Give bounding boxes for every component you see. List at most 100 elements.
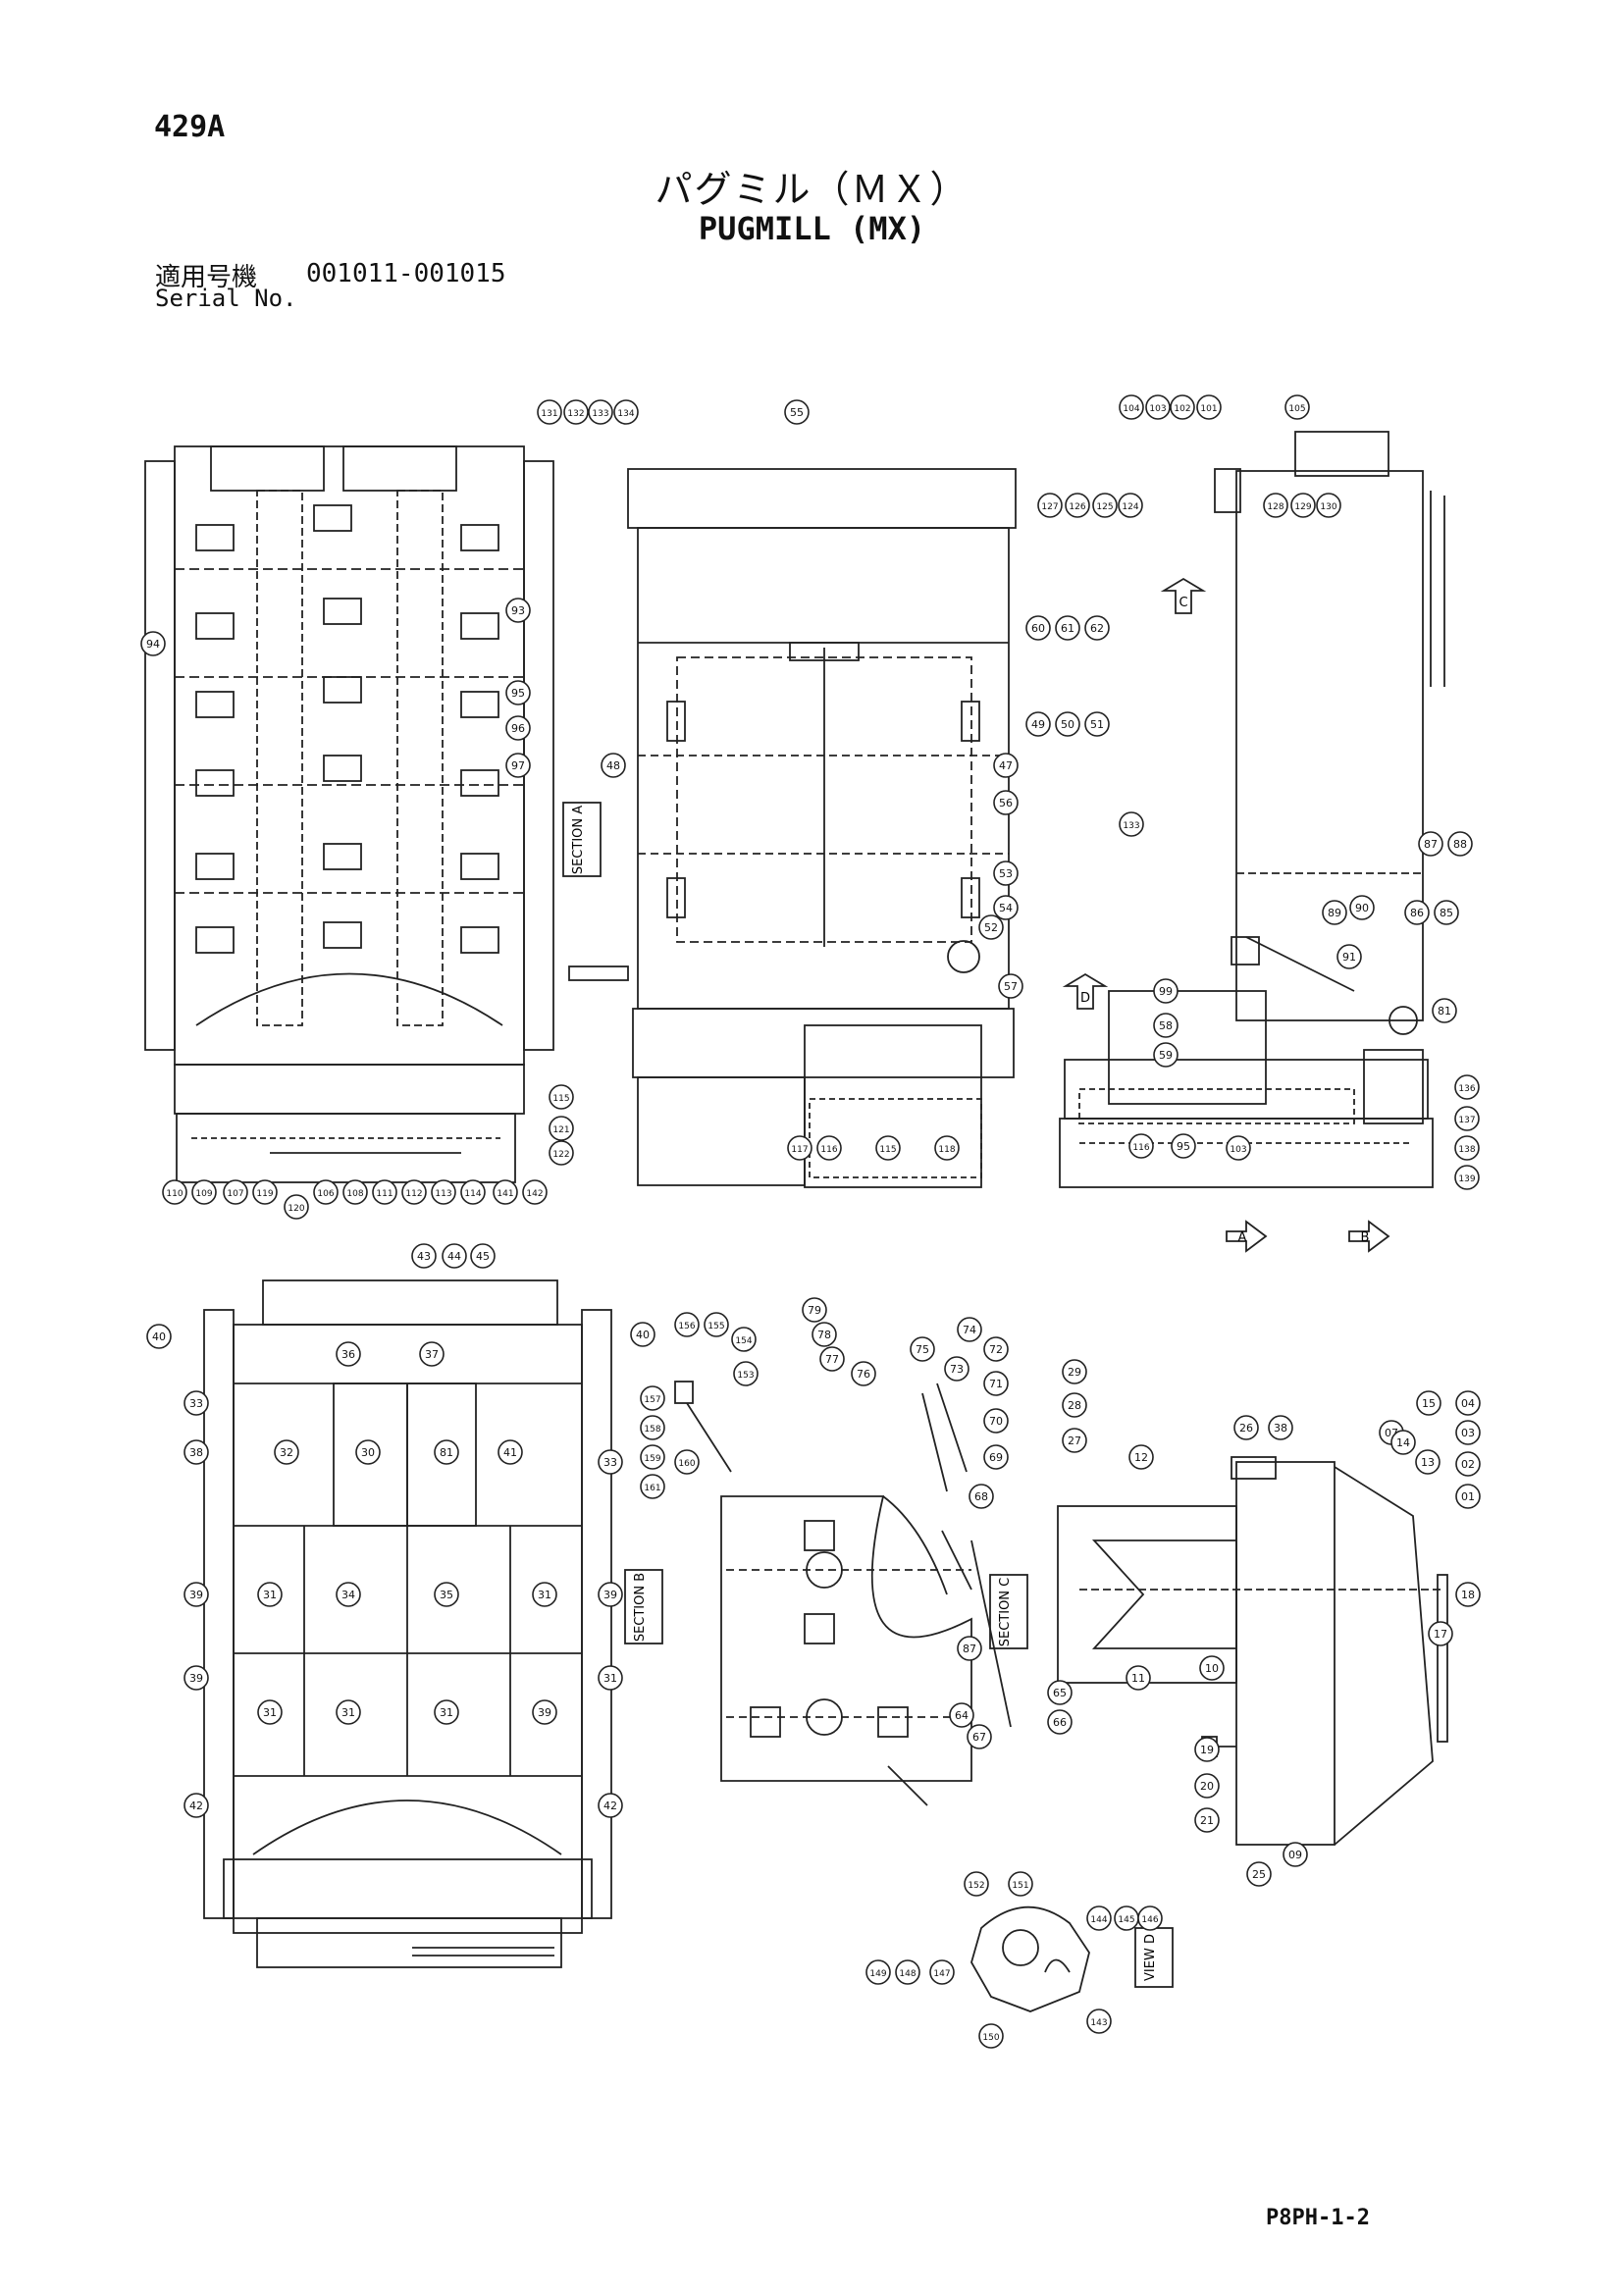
callout-number: 160 xyxy=(678,1459,695,1469)
callout-circle xyxy=(1153,1042,1179,1068)
callout-number: 03 xyxy=(1461,1427,1475,1439)
callout-number: 42 xyxy=(189,1800,203,1812)
callout-top-right-116: 116 xyxy=(1128,1133,1154,1159)
callout-circle xyxy=(929,1959,955,1985)
callout-circle xyxy=(1283,1842,1308,1867)
callout-top-right-81: 81 xyxy=(1432,998,1457,1023)
callout-circle xyxy=(1290,493,1316,518)
arrow-a-label: A xyxy=(1238,1230,1247,1245)
title-japanese: パグミル（ＭＸ） xyxy=(655,168,969,211)
callout-number: 02 xyxy=(1461,1458,1475,1471)
callout-number: 142 xyxy=(526,1189,543,1199)
callout-circle xyxy=(1454,1106,1480,1131)
callout-number: 95 xyxy=(1177,1140,1190,1153)
callout-number: 18 xyxy=(1461,1589,1475,1601)
callout-top-right-129: 129 xyxy=(1290,493,1316,518)
callout-number: 89 xyxy=(1328,907,1341,919)
callout-circle xyxy=(470,1243,496,1269)
callout-bottom-left-43: 43 xyxy=(411,1243,437,1269)
callout-bottom-left-30: 30 xyxy=(355,1439,381,1465)
callout-bottom-center-78: 78 xyxy=(812,1322,837,1347)
callout-number: 31 xyxy=(440,1706,453,1719)
callout-circle xyxy=(537,399,562,425)
callout-number: 133 xyxy=(592,409,608,419)
callout-number: 120 xyxy=(288,1204,304,1214)
callout-bottom-right-65: 65 xyxy=(1047,1680,1073,1705)
callout-top-center-61: 61 xyxy=(1055,615,1080,641)
callout-bottom-right-10: 10 xyxy=(1199,1655,1225,1681)
callout-top-center-115: 115 xyxy=(875,1135,901,1161)
callout-number: 93 xyxy=(511,604,525,617)
callout-circle xyxy=(1025,711,1051,737)
callout-bottom-left-31: 31 xyxy=(336,1699,361,1725)
callout-number: 117 xyxy=(791,1145,808,1155)
callout-top-right-138: 138 xyxy=(1454,1135,1480,1161)
callout-circle xyxy=(674,1449,700,1475)
callout-bottom-center-72: 72 xyxy=(983,1336,1009,1362)
callout-circle xyxy=(1084,711,1110,737)
callout-bottom-center-71: 71 xyxy=(983,1371,1009,1396)
callout-top-right-104: 104 xyxy=(1119,394,1144,420)
callout-number: 115 xyxy=(552,1094,569,1104)
callout-number: 96 xyxy=(511,722,525,735)
callout-top-center-47: 47 xyxy=(993,753,1019,778)
callout-number: 87 xyxy=(963,1643,976,1655)
callout-circle xyxy=(1404,900,1430,925)
callout-number: 31 xyxy=(538,1589,551,1601)
callout-circle xyxy=(146,1324,172,1349)
callout-bottom-center-76: 76 xyxy=(851,1361,876,1386)
callout-circle xyxy=(183,1582,209,1607)
callout-bottom-left-45: 45 xyxy=(470,1243,496,1269)
callout-number: 25 xyxy=(1252,1868,1266,1881)
callout-number: 34 xyxy=(341,1589,355,1601)
callout-number: 129 xyxy=(1294,502,1311,512)
callout-number: 51 xyxy=(1090,718,1104,731)
callout-number: 76 xyxy=(857,1368,870,1381)
callout-bottom-center-74: 74 xyxy=(957,1317,982,1342)
page-code: 429A xyxy=(154,110,226,144)
callout-bottom-right-27: 27 xyxy=(1062,1428,1087,1453)
callout-number: 114 xyxy=(464,1189,481,1199)
callout-bottom-left-39: 39 xyxy=(183,1582,209,1607)
callout-number: 61 xyxy=(1061,622,1074,635)
callout-circle xyxy=(1145,394,1171,420)
callout-number: 38 xyxy=(189,1446,203,1459)
callout-circle xyxy=(532,1699,557,1725)
callout-circle xyxy=(934,1135,960,1161)
callout-top-right-85: 85 xyxy=(1434,900,1459,925)
callout-number: 116 xyxy=(1132,1143,1149,1153)
callout-top-center-55: 55 xyxy=(784,399,810,425)
callout-number: 109 xyxy=(195,1189,212,1199)
view-d-assembly xyxy=(970,1905,1090,2012)
callout-top-left-94: 94 xyxy=(140,631,166,656)
callout-bottom-center-68: 68 xyxy=(969,1484,994,1509)
callout-bottom-center-158: 158 xyxy=(640,1415,665,1440)
callout-top-left-108: 108 xyxy=(342,1179,368,1205)
callout-number: 145 xyxy=(1118,1915,1134,1925)
callout-number: 127 xyxy=(1041,502,1058,512)
callout-bottom-center-154: 154 xyxy=(731,1327,757,1352)
callout-top-left-107: 107 xyxy=(223,1179,248,1205)
callout-bottom-left-33: 33 xyxy=(183,1390,209,1416)
callout-bottom-center-70: 70 xyxy=(983,1408,1009,1434)
callout-circle xyxy=(784,399,810,425)
callout-number: 101 xyxy=(1200,404,1217,414)
callout-number: 44 xyxy=(447,1250,461,1263)
callout-top-left-115: 115 xyxy=(549,1084,574,1110)
callout-view-d-146: 146 xyxy=(1137,1905,1163,1931)
callout-view-d-148: 148 xyxy=(895,1959,920,1985)
callout-bottom-center-87: 87 xyxy=(957,1636,982,1661)
callout-top-right-91: 91 xyxy=(1336,944,1362,969)
callout-number: 156 xyxy=(678,1322,695,1331)
callout-number: 39 xyxy=(538,1706,551,1719)
callout-bottom-right-14: 14 xyxy=(1390,1430,1416,1455)
callout-circle xyxy=(674,1312,700,1337)
callout-number: 99 xyxy=(1159,985,1173,998)
callout-circle xyxy=(1284,394,1310,420)
callout-circle xyxy=(1153,978,1179,1004)
callout-circle xyxy=(983,1444,1009,1470)
callout-number: 155 xyxy=(707,1322,724,1331)
callout-circle xyxy=(865,1959,891,1985)
callout-circle xyxy=(140,631,166,656)
callout-bottom-left-39: 39 xyxy=(598,1582,623,1607)
